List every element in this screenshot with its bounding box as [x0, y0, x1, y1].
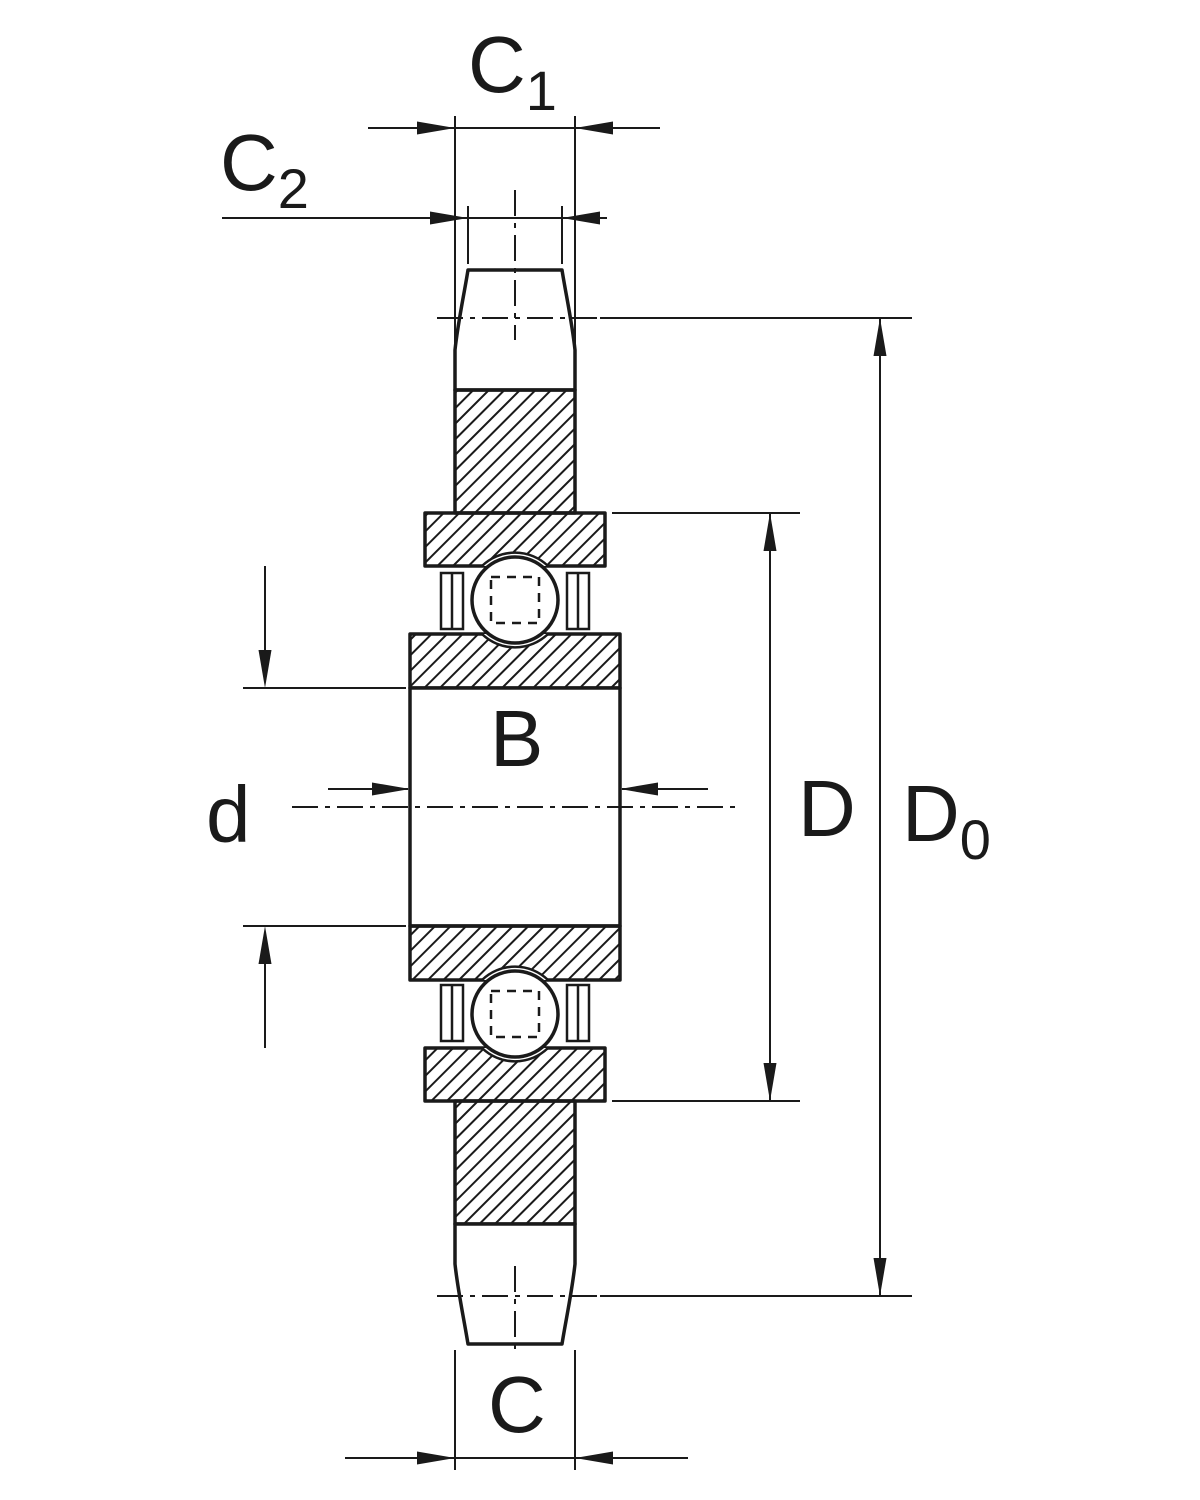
label-d0-sub: 0	[960, 808, 991, 871]
dim-c: C	[345, 1350, 688, 1470]
dim-d-outer: D	[612, 512, 856, 1102]
label-b: B	[490, 694, 543, 783]
label-c1: C1	[468, 20, 557, 122]
inner-raceway-arc-bottom	[481, 965, 549, 981]
label-c1-sub: 1	[526, 59, 557, 122]
label-b-base: B	[490, 694, 543, 783]
dim-arrow-c-left	[417, 1451, 455, 1465]
dim-arrow-c2-left	[430, 211, 468, 225]
sprocket-rim-bottom	[453, 1099, 577, 1226]
dim-d0: D0	[600, 317, 991, 1297]
outer-raceway-arc-top	[481, 551, 549, 567]
dim-arrow-d-bottom	[258, 926, 272, 964]
label-d0: D0	[902, 769, 991, 871]
label-d: d	[206, 770, 251, 859]
dim-c2: C2	[220, 118, 607, 264]
dim-arrow-d0-top	[873, 318, 887, 356]
dim-arrow-c1-right	[575, 121, 613, 135]
label-c: C	[488, 1360, 546, 1449]
dim-b: B	[328, 694, 708, 796]
label-d-base: d	[206, 770, 251, 859]
ball-bottom	[470, 969, 560, 1059]
dim-d-bore: d	[206, 566, 406, 1048]
label-c2-sub: 2	[278, 157, 309, 220]
ball-top-hidden-square	[489, 575, 541, 625]
ball-bottom-hidden-square	[489, 989, 541, 1039]
label-c2: C2	[220, 118, 309, 220]
label-c-base: C	[488, 1360, 546, 1449]
inner-raceway-arc-top	[481, 633, 549, 649]
dim-arrow-b-left	[372, 782, 410, 796]
dim-arrow-D-bottom	[763, 1063, 777, 1101]
ball-top	[470, 555, 560, 645]
centerlines	[292, 190, 742, 1352]
sprocket-rim-top	[453, 388, 577, 515]
dim-arrow-b-right	[620, 782, 658, 796]
dim-arrow-c-right	[575, 1451, 613, 1465]
dim-arrow-d0-bottom	[873, 1258, 887, 1296]
label-c2-base: C	[220, 118, 278, 207]
dim-arrow-d-top	[258, 650, 272, 688]
label-D: D	[798, 764, 856, 853]
dim-c1: C1	[368, 20, 660, 344]
label-c1-base: C	[468, 20, 526, 109]
outer-raceway-arc-bottom	[481, 1047, 549, 1063]
dim-arrow-c2-right	[562, 211, 600, 225]
dim-arrow-c1-left	[417, 121, 455, 135]
label-D-base: D	[798, 764, 856, 853]
label-d0-base: D	[902, 769, 960, 858]
dim-arrow-D-top	[763, 513, 777, 551]
